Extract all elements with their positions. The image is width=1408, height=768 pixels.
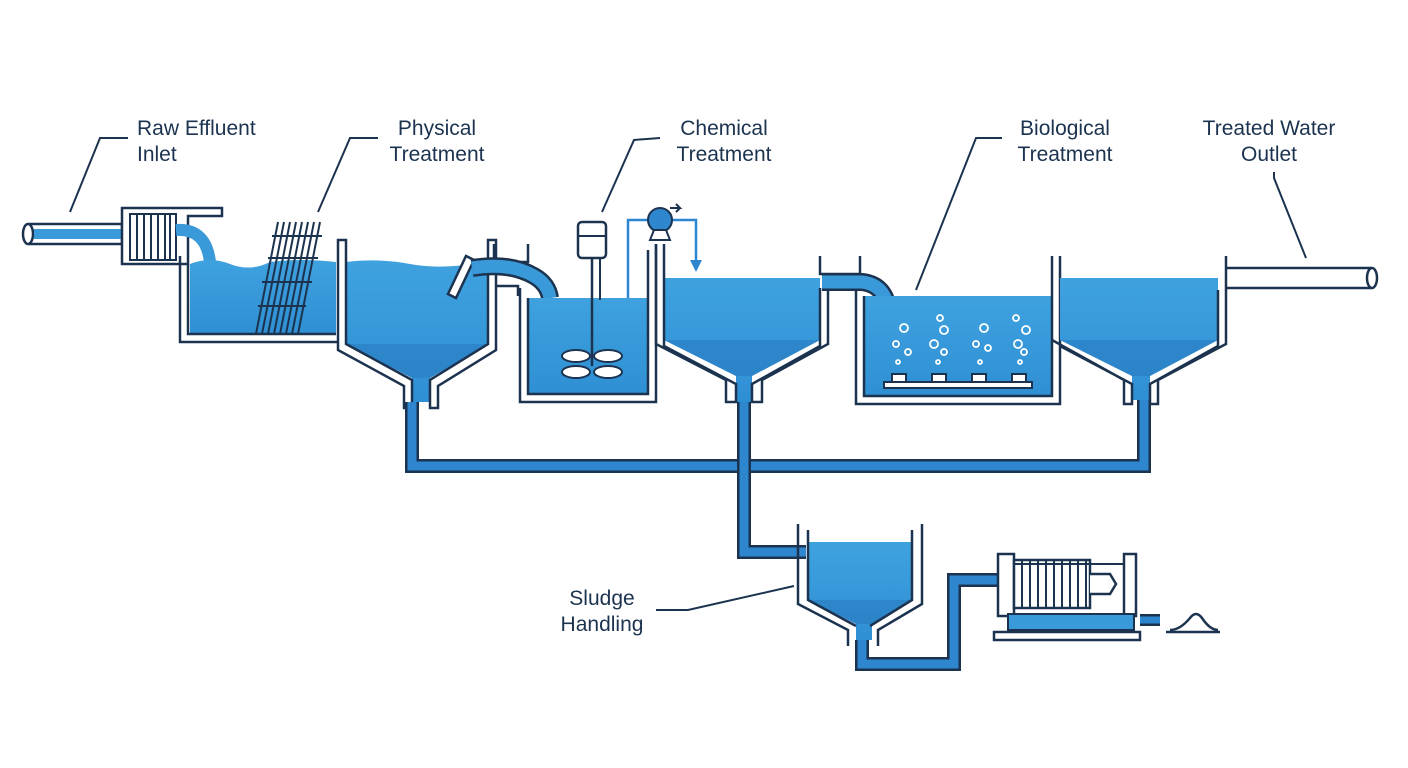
- bar-screen-icon: [255, 221, 322, 335]
- final-clarifier: [1051, 256, 1228, 406]
- chemical-tank: [518, 203, 702, 404]
- label-raw-effluent-line2: Inlet: [137, 143, 177, 166]
- label-biological-line2: Treatment: [1017, 143, 1113, 166]
- sludge-pile-icon: [1166, 612, 1220, 634]
- label-biological-line1: Biological: [1020, 117, 1110, 140]
- label-chemical-line2: Treatment: [676, 143, 772, 166]
- label-physical-line1: Physical: [397, 117, 477, 140]
- label-treated-line2: Outlet: [1240, 143, 1298, 166]
- label-biological-treatment: Biological Treatment: [1000, 116, 1130, 168]
- sludge-thickener: [796, 524, 1000, 671]
- leader-lines: [69, 137, 1307, 611]
- transfer-pipe-1: [470, 244, 559, 300]
- impeller-icon: [561, 349, 623, 379]
- label-sludge-line1: Sludge: [569, 587, 635, 610]
- clarifier-tank: [654, 244, 830, 404]
- label-physical-line2: Treatment: [389, 143, 485, 166]
- air-bubbles: [892, 314, 1031, 365]
- diffuser-icon: [883, 373, 1033, 389]
- label-treated-line1: Treated Water: [1202, 117, 1336, 140]
- physical-channel: [178, 221, 340, 344]
- biological-tank: [854, 256, 1062, 406]
- screen-icon: [120, 206, 224, 266]
- label-physical-treatment: Physical Treatment: [372, 116, 502, 168]
- label-treated-water-outlet: Treated Water Outlet: [1190, 116, 1348, 168]
- outlet-pipe: [1226, 266, 1379, 290]
- label-sludge-handling: Sludge Handling: [552, 586, 652, 638]
- label-chemical-line1: Chemical: [680, 117, 768, 140]
- inlet-pipe: [21, 222, 124, 246]
- filter-press-icon: [992, 552, 1160, 642]
- motor-icon: [576, 220, 608, 366]
- label-sludge-line2: Handling: [560, 613, 644, 636]
- primary-settling-tank: [336, 238, 498, 410]
- label-raw-effluent-inlet: Raw Effluent Inlet: [137, 116, 256, 168]
- transfer-pipe-2: [818, 256, 895, 304]
- pump-icon: [626, 203, 702, 298]
- label-raw-effluent-line1: Raw Effluent: [137, 117, 256, 140]
- sludge-collection-pipes: [405, 400, 1151, 559]
- label-chemical-treatment: Chemical Treatment: [660, 116, 788, 168]
